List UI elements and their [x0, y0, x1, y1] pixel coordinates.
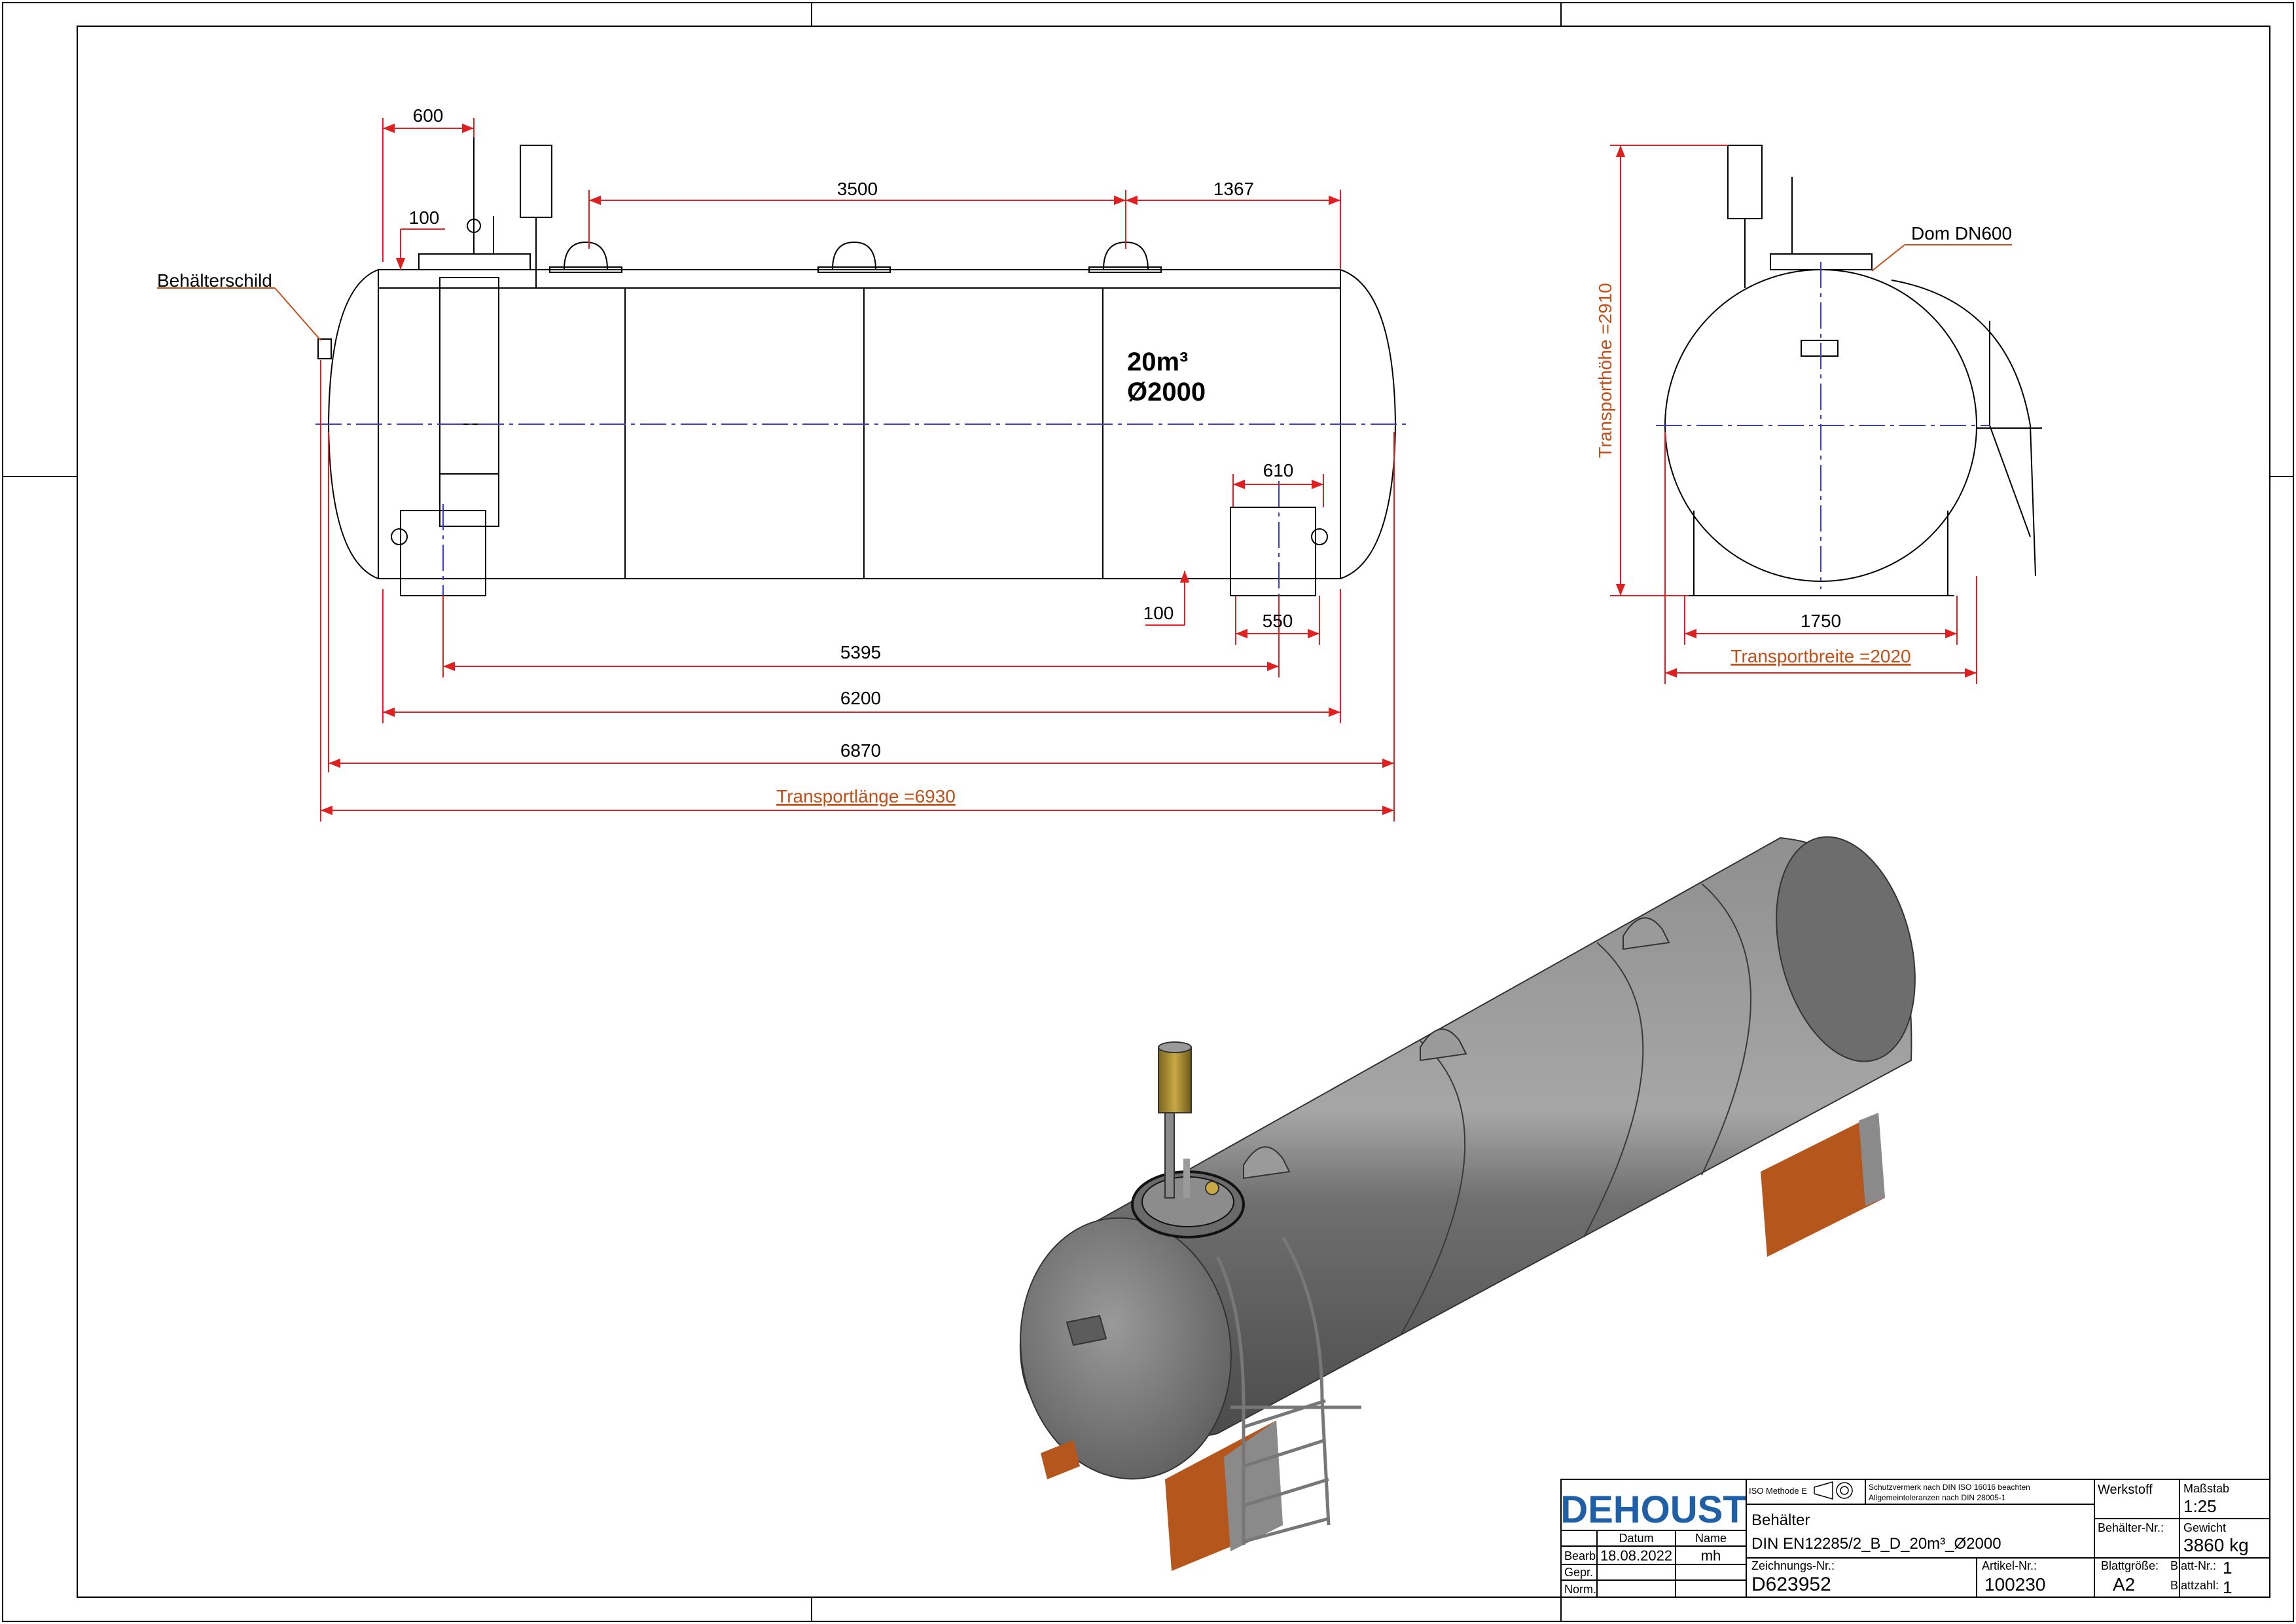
dehoust-logo: DEHOUST: [1560, 1489, 1746, 1531]
gepr-label: Gepr.: [1564, 1566, 1593, 1579]
front-end-cap: [1020, 1217, 1232, 1480]
name-label: Name: [1695, 1532, 1727, 1545]
gewicht-value: 3860 kg: [2183, 1535, 2249, 1555]
front-view: 600 100 3500 1367 610 100 550 5395 6200 …: [157, 105, 1407, 821]
dim-100-top: 100: [409, 208, 440, 228]
volume-label: 20m³: [1127, 348, 1188, 376]
dim-1750: 1750: [1801, 611, 1841, 631]
vent-cap: [1158, 1047, 1192, 1113]
iso-method: ISO Methode E: [1749, 1486, 1807, 1496]
rear-saddle: [1761, 1113, 1885, 1257]
dim-610: 610: [1263, 460, 1294, 480]
label-plate-leader: [157, 287, 321, 341]
designation: DIN EN12285/2_B_D_20m³_Ø2000: [1751, 1535, 2001, 1553]
dim-3500: 3500: [837, 179, 878, 199]
blattzahl-label: Blattzahl:: [2170, 1579, 2219, 1592]
transport-length: Transportlänge =6930: [776, 786, 956, 806]
label-plate-text: Behälterschild: [157, 270, 272, 291]
protection-note-2: Allgemeintoleranzen nach DIN 28005-1: [1869, 1493, 2006, 1502]
diameter-label: Ø2000: [1127, 378, 1206, 406]
dim-550: 550: [1263, 611, 1293, 631]
transport-height: Transporthöhe =2910: [1595, 283, 1615, 458]
zeichnungs-nr: D623952: [1751, 1574, 1831, 1595]
dim-6870: 6870: [840, 740, 881, 761]
iso-lifting-lugs: [1243, 917, 1670, 1180]
blatt-nr: 1: [2223, 1558, 2232, 1578]
dome-leader: [1871, 244, 2012, 272]
side-dimension-lines: [1610, 145, 1977, 684]
gewicht-label: Gewicht: [2183, 1521, 2226, 1534]
bearb-date: 18.08.2022: [1600, 1547, 1672, 1564]
isometric-view: [1019, 836, 1916, 1571]
datum-label: Datum: [1619, 1532, 1653, 1545]
artikel-nr: 100230: [1984, 1574, 2045, 1595]
behaelter-nr-label: Behälter-Nr.:: [2098, 1521, 2164, 1534]
dim-600: 600: [413, 105, 444, 126]
centerlines: [315, 424, 1407, 596]
dim-6200: 6200: [840, 688, 881, 708]
dim-100-bottom: 100: [1143, 603, 1174, 623]
dome-label: Dom DN600: [1911, 223, 2012, 244]
side-view: Transporthöhe =2910 Dom DN600 1750 Trans…: [1595, 145, 2042, 684]
blattgroesse-label: Blattgröße:: [2101, 1559, 2159, 1572]
dim-1367: 1367: [1213, 179, 1254, 199]
projection-icon: [1814, 1481, 1853, 1500]
title-block: DEHOUST ISO Methode E Schutzvermerk nach…: [1560, 1479, 2270, 1598]
bearb-label: Bearb.: [1564, 1549, 1599, 1562]
norm-label: Norm.: [1564, 1583, 1596, 1596]
massstab-label: Maßstab: [2183, 1482, 2229, 1495]
massstab-value: 1:25: [2183, 1496, 2217, 1516]
dim-5395: 5395: [840, 642, 881, 662]
iso-ladder: [1215, 1236, 1361, 1545]
blattzahl: 1: [2223, 1578, 2232, 1597]
bearb-name: mh: [1701, 1547, 1721, 1564]
transport-width: Transportbreite =2020: [1731, 646, 1910, 666]
dimension-lines: [320, 118, 1395, 821]
item-name: Behälter: [1751, 1511, 1810, 1529]
blatt-nr-label: Blatt-Nr.:: [2170, 1559, 2216, 1572]
protection-note-1: Schutzvermerk nach DIN ISO 16016 beachte…: [1869, 1483, 2030, 1492]
artikel-nr-label: Artikel-Nr.:: [1982, 1559, 2037, 1572]
blattgroesse: A2: [2113, 1574, 2135, 1595]
side-view-outline: [1664, 145, 2042, 596]
shell-seams: [1400, 883, 1751, 1336]
werkstoff-label: Werkstoff: [2098, 1483, 2153, 1497]
zeichnungs-nr-label: Zeichnungs-Nr.:: [1751, 1559, 1835, 1572]
side-centerlines: [1656, 262, 1990, 589]
